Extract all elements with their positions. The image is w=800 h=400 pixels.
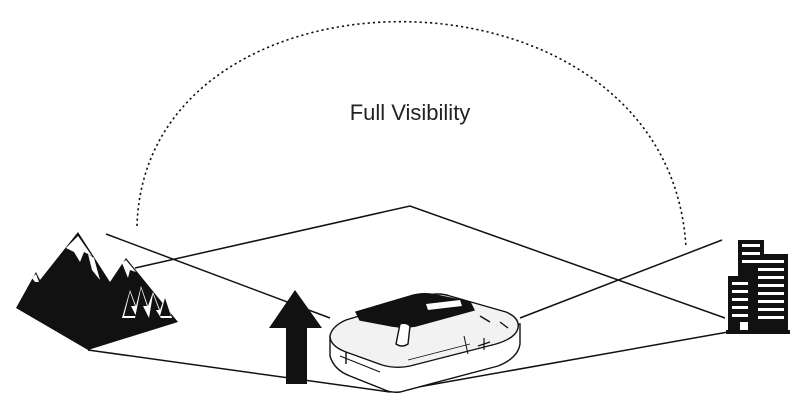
arrow-up-icon bbox=[269, 290, 322, 384]
buildings-icon bbox=[726, 240, 790, 334]
sightline-right bbox=[519, 239, 723, 319]
full-visibility-label: Full Visibility bbox=[349, 100, 471, 125]
perspective-plane bbox=[87, 205, 729, 393]
plane-left-edge bbox=[87, 349, 391, 393]
plane-right-edge bbox=[389, 331, 729, 393]
visibility-dome bbox=[136, 20, 687, 249]
gps-device-icon bbox=[329, 293, 521, 393]
plane-back-edge bbox=[134, 205, 726, 319]
mountain-icon bbox=[16, 232, 178, 350]
